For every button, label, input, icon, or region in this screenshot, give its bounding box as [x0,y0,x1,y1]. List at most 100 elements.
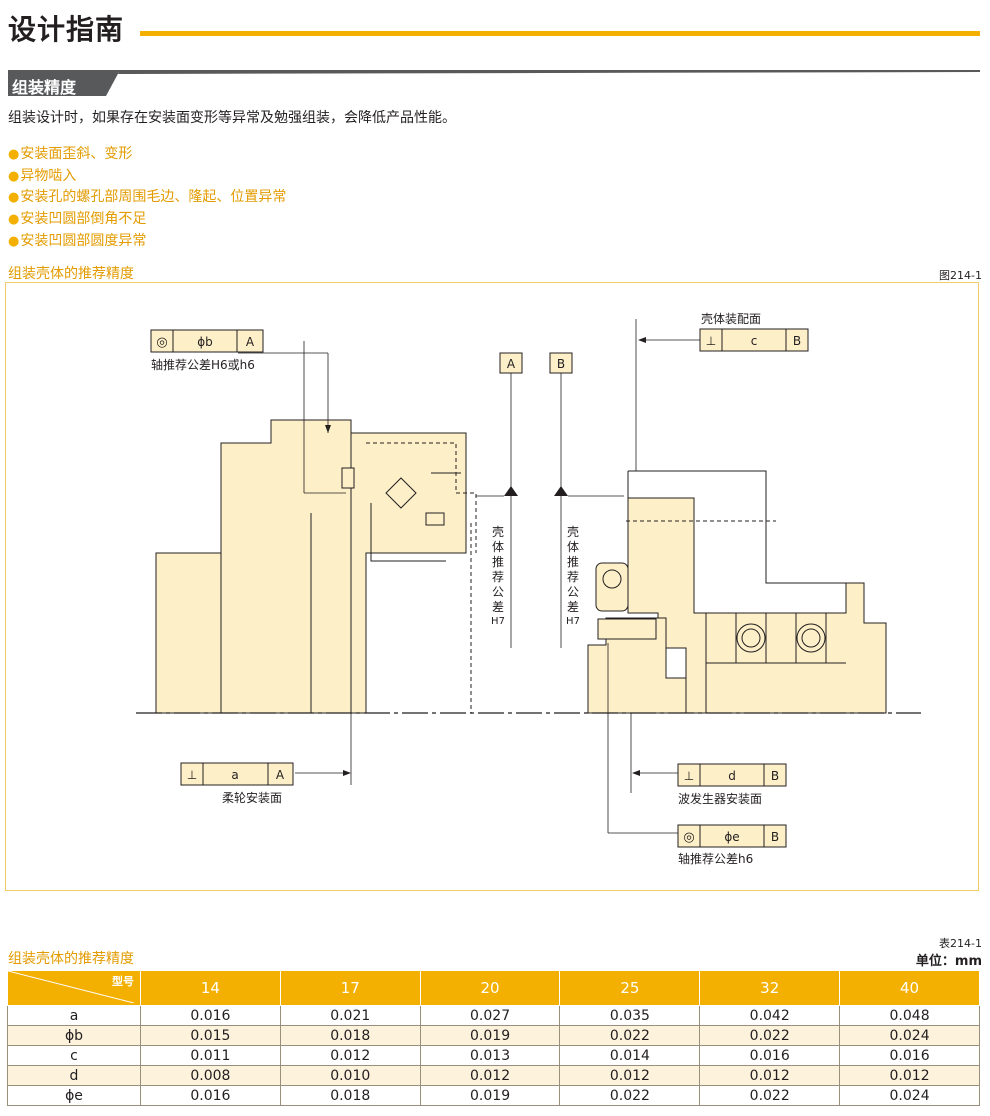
svg-text:c: c [751,334,758,348]
table-cell: 0.022 [699,1085,841,1106]
table-cell: 0.024 [839,1025,980,1046]
table-cell: 0.013 [419,1045,561,1066]
svg-text:荐: 荐 [567,570,579,584]
table-cell: 0.019 [419,1025,561,1046]
table-cell: 0.011 [140,1045,281,1066]
row-label: c [7,1045,141,1066]
svg-text:壳: 壳 [567,525,579,539]
title-underline [140,31,980,36]
svg-text:公: 公 [567,585,579,599]
table-cell: 0.014 [559,1045,701,1066]
table-cell: 0.012 [419,1065,561,1086]
table-cell: 0.010 [279,1065,421,1086]
bullet-icon: ● [8,233,20,249]
table-cell: 0.018 [279,1085,421,1106]
frame-phi-b: ◎ ϕb A 轴推荐公差H6或h6 [150,329,264,372]
svg-text:A: A [246,335,255,349]
bullet-icon: ● [8,190,20,206]
bearing-left-icon [736,623,766,653]
list-item: ●安装凹圆部圆度异常 [8,232,147,249]
table-cell: 0.022 [699,1025,841,1046]
perpendicularity-icon: ⊥ [684,769,694,783]
assembly-figure: A B 壳 体 推 荐 公 差 H7 壳 体 推 荐 公 差 H7 ◎ ϕ [5,282,979,891]
table-caption: 组装壳体的推荐精度 [8,951,134,967]
svg-text:ϕb: ϕb [197,335,213,349]
page-title: 设计指南 [8,13,125,46]
table-cell: 0.018 [279,1025,421,1046]
column-header: 17 [279,970,421,1006]
table-header-row: 型号 14 17 20 25 32 40 [7,970,980,1006]
column-header: 40 [839,970,980,1006]
table-cell: 0.016 [140,1005,281,1026]
section-header-bar [8,70,980,96]
bullet-icon: ● [8,147,20,162]
svg-text:推: 推 [567,555,579,569]
housing-left [155,419,352,714]
perpendicularity-icon: ⊥ [706,334,716,348]
svg-text:差: 差 [492,600,504,614]
svg-text:荐: 荐 [492,570,504,584]
list-item: ●异物啮入 [8,167,77,184]
column-header: 20 [419,970,561,1006]
table-cell: 0.019 [419,1085,561,1106]
table-cell: 0.016 [699,1045,841,1066]
bullet-icon: ● [8,168,20,184]
table-cell: 0.048 [839,1005,980,1026]
svg-text:差: 差 [567,600,579,614]
table-unit: 单位：mm [915,954,982,969]
diagonal-line-icon [8,971,134,1003]
svg-text:轴推荐公差H6或h6: 轴推荐公差H6或h6 [151,357,255,372]
svg-text:d: d [728,769,736,783]
row-label: ϕb [7,1025,141,1046]
table-cell: 0.027 [419,1005,561,1026]
assembly-diagram: A B 壳 体 推 荐 公 差 H7 壳 体 推 荐 公 差 H7 ◎ ϕ [136,312,921,866]
svg-text:B: B [771,830,779,844]
column-header: 14 [140,970,281,1006]
table-number: 表214-1 [939,937,982,950]
figure-caption: 组装壳体的推荐精度 [8,266,134,282]
table-row: c 0.011 0.012 0.013 0.014 0.016 0.016 [7,1045,980,1066]
frame-c: 壳体装配面 ⊥ c B [699,312,809,352]
perpendicularity-icon: ⊥ [187,768,197,782]
svg-text:H7: H7 [491,616,505,627]
table-cell: 0.024 [839,1085,980,1106]
table-cell: 0.016 [140,1085,281,1106]
svg-text:推: 推 [492,555,504,569]
row-label: d [7,1065,141,1086]
frame-d: ⊥ d B 波发生器安装面 [677,763,787,806]
svg-text:体: 体 [492,540,504,554]
svg-text:体: 体 [567,540,579,554]
flexspline [350,432,467,714]
intro-text: 组装设计时，如果存在安装面变形等异常及勉强组装，会降低产品性能。 [8,110,456,126]
table-cell: 0.012 [279,1045,421,1066]
table-cell: 0.021 [279,1005,421,1026]
frame-a: ⊥ a A 柔轮安装面 [180,762,294,805]
table-cell: 0.012 [559,1065,701,1086]
svg-text:公: 公 [492,585,504,599]
concentricity-icon: ◎ [156,335,167,350]
table-cell: 0.022 [559,1025,701,1046]
table-row: a 0.016 0.021 0.027 0.035 0.042 0.048 [7,1005,980,1026]
svg-text:H7: H7 [566,616,580,627]
table-cell: 0.008 [140,1065,281,1086]
bearing-right-icon [796,623,826,653]
svg-text:a: a [231,768,238,782]
precision-table: 型号 14 17 20 25 32 40 a 0.016 0.021 0.027… [7,970,980,1106]
table-cell: 0.015 [140,1025,281,1046]
datum-a-label: A [507,357,516,371]
svg-text:ϕe: ϕe [724,830,739,844]
list-item: ●安装凹圆部倒角不足 [8,211,147,228]
table-row: ϕe 0.016 0.018 0.019 0.022 0.022 0.024 [7,1085,980,1106]
section-title: 组装精度 [12,78,77,97]
table-cell: 0.022 [559,1085,701,1106]
row-label: ϕe [7,1085,141,1106]
svg-text:A: A [276,768,285,782]
table-corner-header: 型号 [7,970,141,1006]
cause-list: ●安装面歪斜、变形 ●异物啮入 ●安装孔的螺孔部周围毛边、隆起、位置异常 ●安装… [8,144,286,252]
table-row: ϕb 0.015 0.018 0.019 0.022 0.022 0.024 [7,1025,980,1046]
row-label: a [7,1005,141,1026]
datum-b-label: B [557,357,565,371]
svg-text:柔轮安装面: 柔轮安装面 [222,790,282,805]
housing-right [627,471,887,714]
svg-text:B: B [771,769,779,783]
